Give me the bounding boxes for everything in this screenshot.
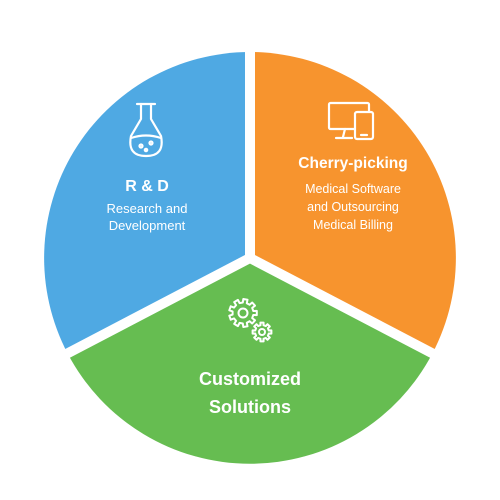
cherry-picking-subtitle-line-2: and Outsourcing	[307, 200, 399, 214]
rnd-title: R & D	[125, 178, 169, 195]
cherry-picking-subtitle-line-3: Medical Billing	[313, 218, 393, 232]
flask-icon	[129, 102, 163, 158]
gear-big-hub	[237, 307, 249, 319]
customized-solutions-title-line-1: Customized	[199, 369, 301, 389]
segment-cherry-picking	[250, 52, 456, 354]
gears-icon	[228, 298, 273, 343]
rnd-subtitle-line-2: Development	[109, 218, 186, 233]
customized-solutions-title-line-2: Solutions	[209, 397, 291, 417]
cherry-picking-subtitle-line-1: Medical Software	[305, 182, 401, 196]
segment-rnd	[44, 52, 250, 354]
segment-dividers	[27, 20, 473, 378]
gear-small-outline	[251, 321, 273, 343]
rnd-subtitle-line-1: Research and	[107, 201, 188, 216]
cherry-picking-title: Cherry-picking	[298, 155, 407, 172]
gear-small-hub	[258, 328, 266, 336]
computer-devices-icon	[327, 101, 375, 141]
gear-big-outline	[228, 298, 258, 328]
